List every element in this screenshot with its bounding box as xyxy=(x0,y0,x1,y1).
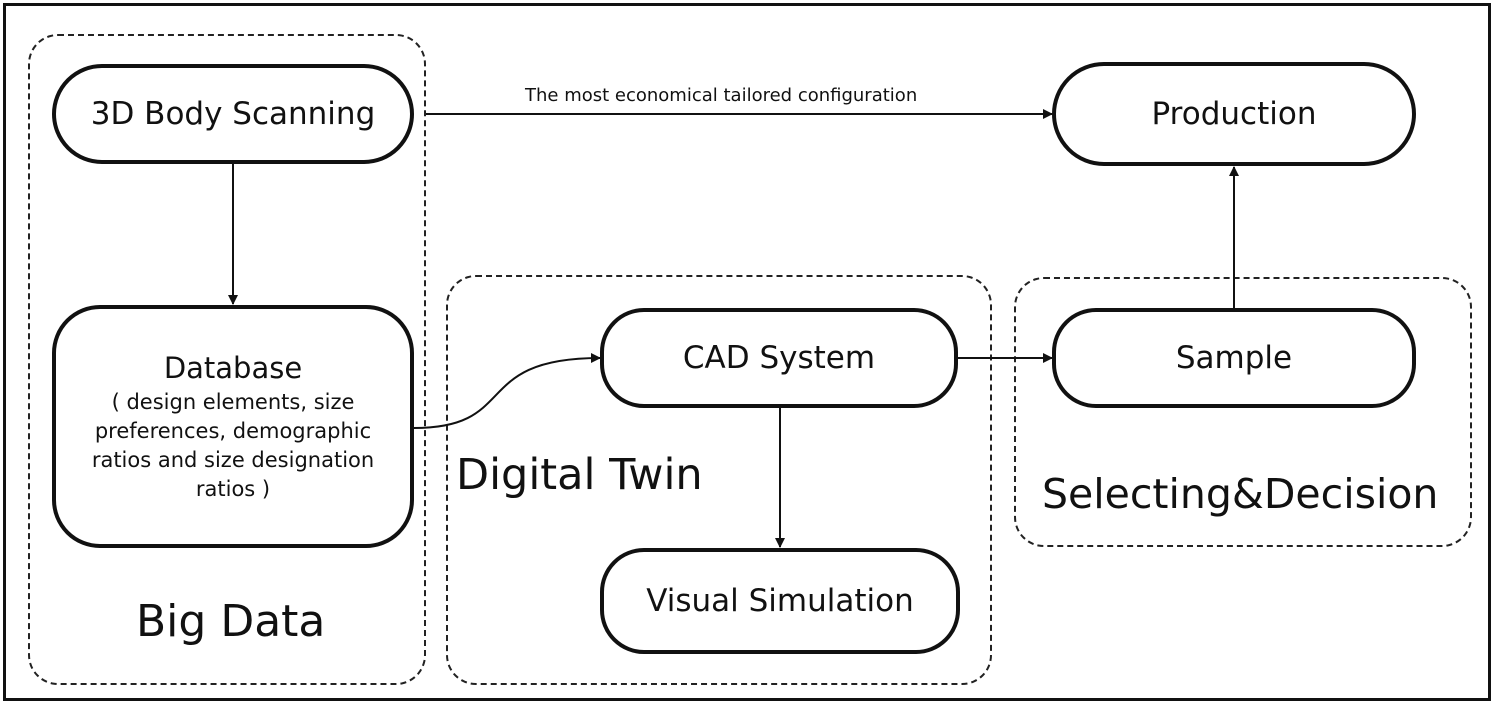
node-database-title: Database xyxy=(163,350,303,385)
node-visual-simulation-label: Visual Simulation xyxy=(646,583,914,619)
edge-label-scan-to-production: The most economical tailored configurati… xyxy=(525,85,918,106)
node-cad-system-label: CAD System xyxy=(682,340,876,376)
diagram-frame xyxy=(3,3,1491,701)
group-label-big-data: Big Data xyxy=(136,596,326,647)
node-sample-label: Sample xyxy=(1175,340,1293,376)
group-selecting-decision xyxy=(1014,277,1472,547)
node-production: Production xyxy=(1052,62,1416,166)
node-production-label: Production xyxy=(1151,96,1317,132)
group-label-selecting-decision: Selecting&Decision xyxy=(1042,470,1439,518)
node-3d-body-scanning: 3D Body Scanning xyxy=(52,64,414,164)
node-cad-system: CAD System xyxy=(600,308,958,408)
node-database-description: ( design elements, size preferences, dem… xyxy=(91,389,375,501)
node-visual-simulation: Visual Simulation xyxy=(600,548,960,654)
group-label-digital-twin: Digital Twin xyxy=(456,450,703,500)
group-big-data xyxy=(28,34,426,685)
node-sample: Sample xyxy=(1052,308,1416,408)
group-digital-twin xyxy=(446,275,992,685)
edge-database-to-cad xyxy=(413,353,601,429)
node-3d-body-scanning-label: 3D Body Scanning xyxy=(90,96,376,132)
node-database: Database ( design elements, size prefere… xyxy=(52,305,414,548)
